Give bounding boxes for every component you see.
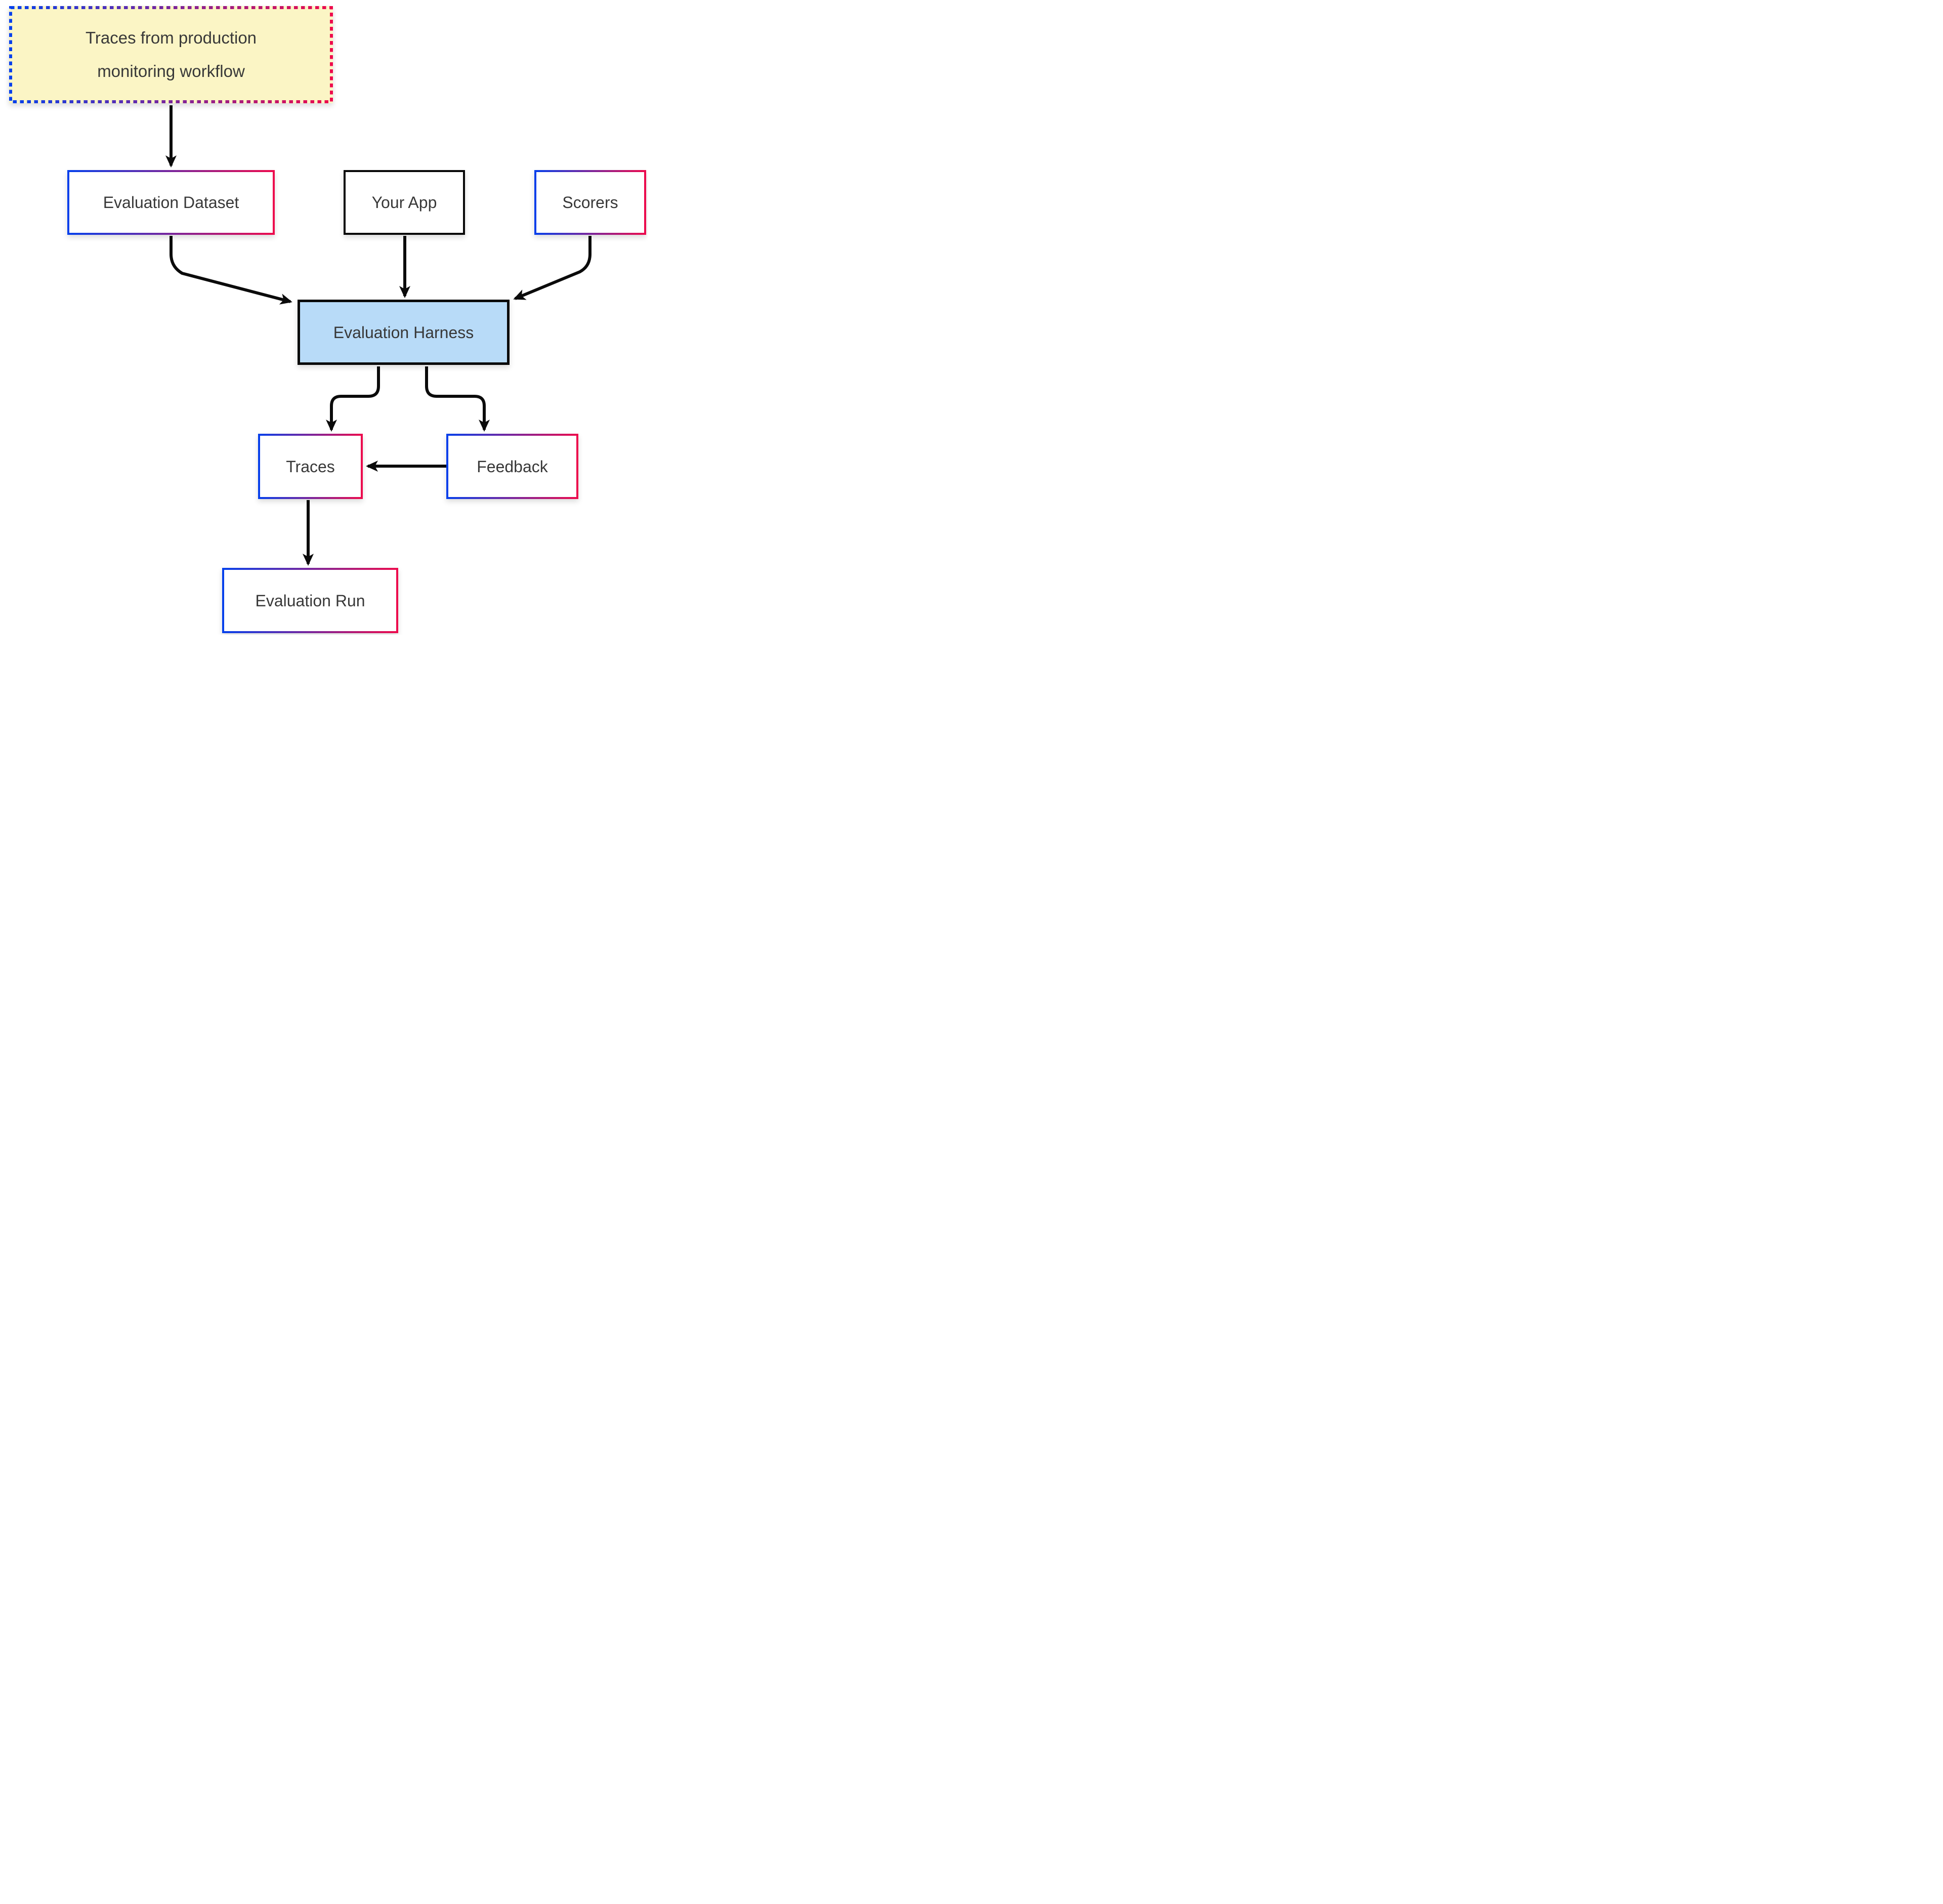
traces-label: Traces: [286, 457, 335, 476]
node-traces: Traces: [258, 434, 363, 499]
evaluation-run-label: Evaluation Run: [255, 591, 365, 610]
edge-scorers-to-evaluation-harness: [513, 236, 592, 300]
edge-evaluation-dataset-to-evaluation-harness: [170, 236, 292, 305]
node-traces-from-production: Traces from production monitoring workfl…: [9, 6, 333, 103]
node-evaluation-dataset: Evaluation Dataset: [67, 170, 275, 235]
node-your-app: Your App: [344, 170, 465, 235]
flow-diagram: Traces from production monitoring workfl…: [0, 0, 648, 635]
node-evaluation-run: Evaluation Run: [222, 568, 398, 633]
feedback-label: Feedback: [477, 457, 548, 476]
edge-evaluation-harness-to-feedback: [425, 366, 490, 432]
evaluation-harness-label: Evaluation Harness: [333, 323, 474, 342]
node-scorers: Scorers: [534, 170, 646, 235]
edge-evaluation-harness-to-traces: [326, 366, 380, 432]
your-app-label: Your App: [371, 193, 437, 212]
traces-from-production-label: Traces from production monitoring workfl…: [85, 28, 257, 80]
node-feedback: Feedback: [446, 434, 578, 499]
evaluation-dataset-label: Evaluation Dataset: [103, 193, 239, 212]
scorers-label: Scorers: [562, 193, 618, 212]
edge-layer: [165, 105, 592, 566]
node-evaluation-harness: Evaluation Harness: [298, 300, 510, 365]
